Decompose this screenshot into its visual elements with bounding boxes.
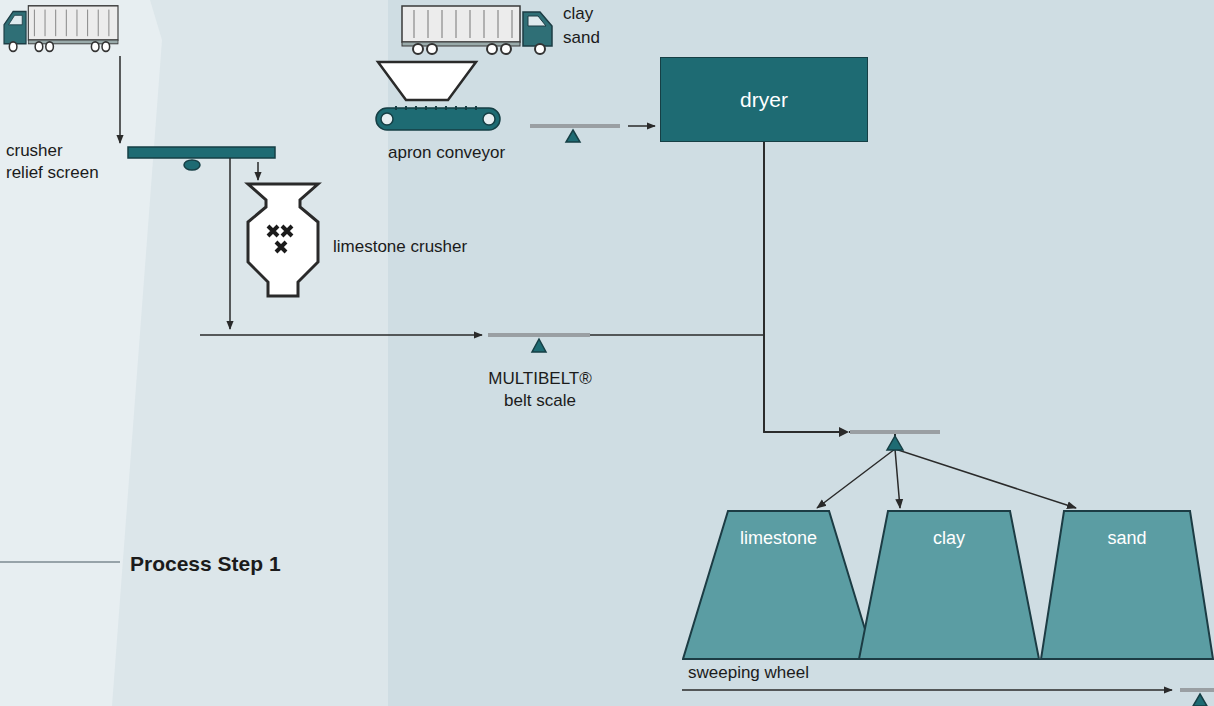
part-label: sweeping wheel: [688, 662, 809, 684]
step-title: Process Step 1: [130, 550, 281, 577]
scale-symbol: [532, 339, 546, 352]
node-text: dryer: [740, 88, 788, 112]
conveyor-tooth: [395, 106, 397, 110]
node-text: sand: [1040, 528, 1214, 549]
scale-symbol: [887, 436, 903, 450]
part-label: apron conveyor: [388, 142, 505, 164]
conveyor-tooth: [475, 106, 477, 110]
flow-line: [229, 158, 231, 329]
scale-symbol: [566, 130, 580, 142]
conveyor-tooth: [465, 106, 467, 110]
stockpile: limestone: [682, 510, 875, 660]
stockpile: sand: [1040, 510, 1214, 660]
node-text: clay: [858, 528, 1040, 549]
left-panel: [0, 0, 388, 706]
part-label: MULTIBELT® belt scale: [485, 368, 595, 412]
belt-scale: [850, 430, 940, 434]
relief-screen: [128, 147, 275, 158]
limestone-crusher: [248, 184, 318, 296]
flow-connector: [764, 142, 1076, 508]
feed-hopper: [378, 62, 476, 100]
apron-conveyor: [376, 108, 500, 130]
belt-scale: [1180, 688, 1214, 692]
flow-line: [590, 334, 763, 336]
process-box: dryer: [660, 57, 868, 142]
conveyor-tooth: [435, 106, 437, 110]
flow-line: [257, 162, 259, 180]
flow-connector: [764, 142, 900, 508]
conveyor-tooth: [455, 106, 457, 110]
part-label: limestone crusher: [333, 236, 467, 258]
conveyor-teeth: [396, 106, 476, 110]
flow-connector: [764, 142, 895, 508]
conveyor-tooth: [415, 106, 417, 110]
scale-symbol: [1193, 694, 1207, 706]
arrow-head: [839, 427, 849, 437]
screen-drive: [184, 160, 200, 170]
node-text: limestone: [682, 528, 875, 549]
conveyor-tooth: [445, 106, 447, 110]
conveyor-tooth: [425, 106, 427, 110]
flow-line: [628, 125, 655, 127]
flow-line: [119, 56, 121, 143]
conveyor-pulley: [381, 113, 393, 125]
truck-clay-sand: [402, 6, 552, 54]
truck-limestone: [4, 6, 118, 52]
belt-scale: [530, 124, 620, 128]
part-label: clay: [563, 3, 593, 25]
crusher-symbol: [268, 226, 292, 252]
conveyor-pulley: [483, 113, 495, 125]
part-label: crusher relief screen: [6, 140, 102, 184]
title-rule: [0, 561, 120, 563]
flow-line: [200, 334, 482, 336]
flow-line: [682, 689, 1172, 691]
left-wedge: [0, 0, 162, 706]
part-label: sand: [563, 27, 600, 49]
conveyor-tooth: [405, 106, 407, 110]
stockpile: clay: [858, 510, 1040, 660]
belt-scale: [488, 333, 590, 337]
